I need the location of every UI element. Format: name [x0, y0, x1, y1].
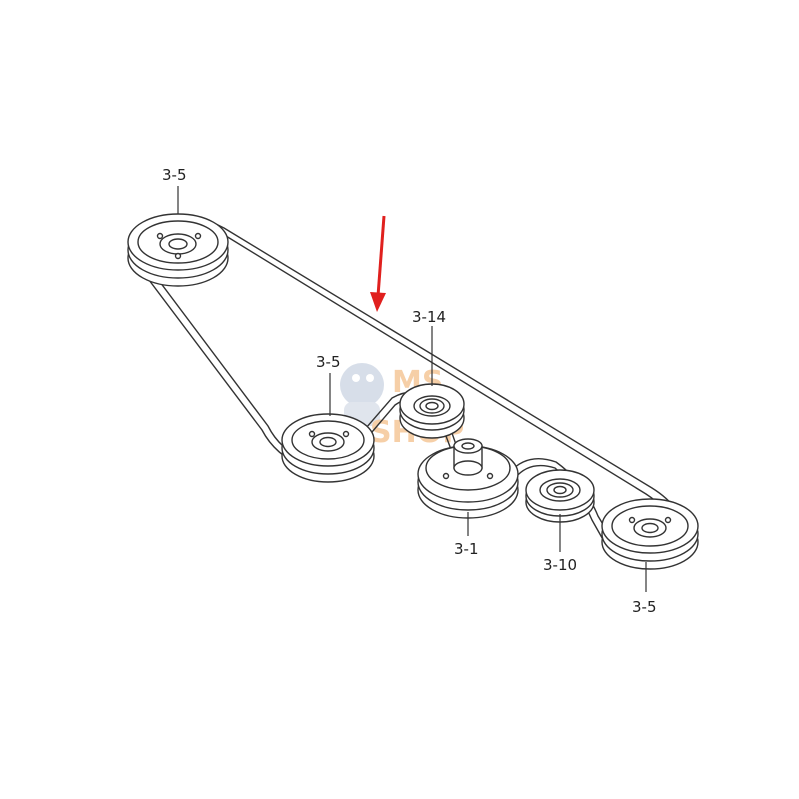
idler-pulley-3-14	[399, 383, 465, 439]
label-main-pulley: 3-1	[454, 540, 479, 558]
pulley-top-left	[127, 213, 229, 287]
pulley-middle-left	[281, 413, 375, 483]
red-arrow-icon	[370, 215, 386, 312]
label-idler-3-10: 3-10	[543, 556, 577, 574]
label-right-pulley: 3-5	[632, 598, 657, 616]
label-middle-left-pulley: 3-5	[316, 353, 341, 371]
leader-lines	[177, 186, 647, 592]
pulley-right	[601, 498, 699, 570]
label-top-left-pulley: 3-5	[162, 166, 187, 184]
label-idler-3-14: 3-14	[412, 308, 446, 326]
main-pulley-3-1	[417, 438, 519, 519]
